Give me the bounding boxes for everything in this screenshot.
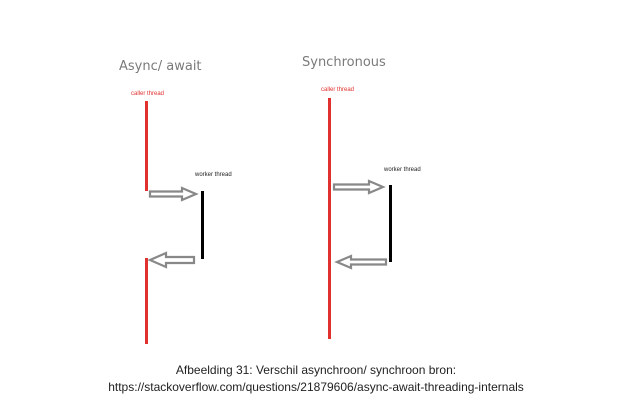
async-worker-thread-line bbox=[201, 191, 204, 259]
caption-line-1: Afbeelding 31: Verschil asynchroon/ sync… bbox=[175, 363, 457, 377]
async-caller-thread-line-bottom bbox=[145, 258, 148, 344]
figure-caption: Afbeelding 31: Verschil asynchroon/ sync… bbox=[0, 362, 632, 396]
arrow-left-icon bbox=[147, 251, 196, 269]
async-caller-thread-line-top bbox=[145, 101, 148, 191]
arrow-left-icon bbox=[334, 254, 388, 270]
async-caller-thread-label: caller thread bbox=[131, 91, 165, 97]
caption-line-2: https://stackoverflow.com/questions/2187… bbox=[108, 380, 524, 394]
arrow-right-icon bbox=[148, 186, 199, 202]
sync-worker-thread-line bbox=[389, 185, 392, 262]
sync-caller-thread-label: caller thread bbox=[321, 87, 355, 93]
sync-title: Synchronous bbox=[302, 55, 386, 70]
async-title: Async/ await bbox=[119, 59, 202, 74]
sync-caller-thread-line bbox=[328, 98, 331, 339]
arrow-right-icon bbox=[332, 179, 386, 195]
async-worker-thread-label: worker thread bbox=[195, 172, 232, 178]
sync-worker-thread-label: worker thread bbox=[384, 167, 421, 173]
